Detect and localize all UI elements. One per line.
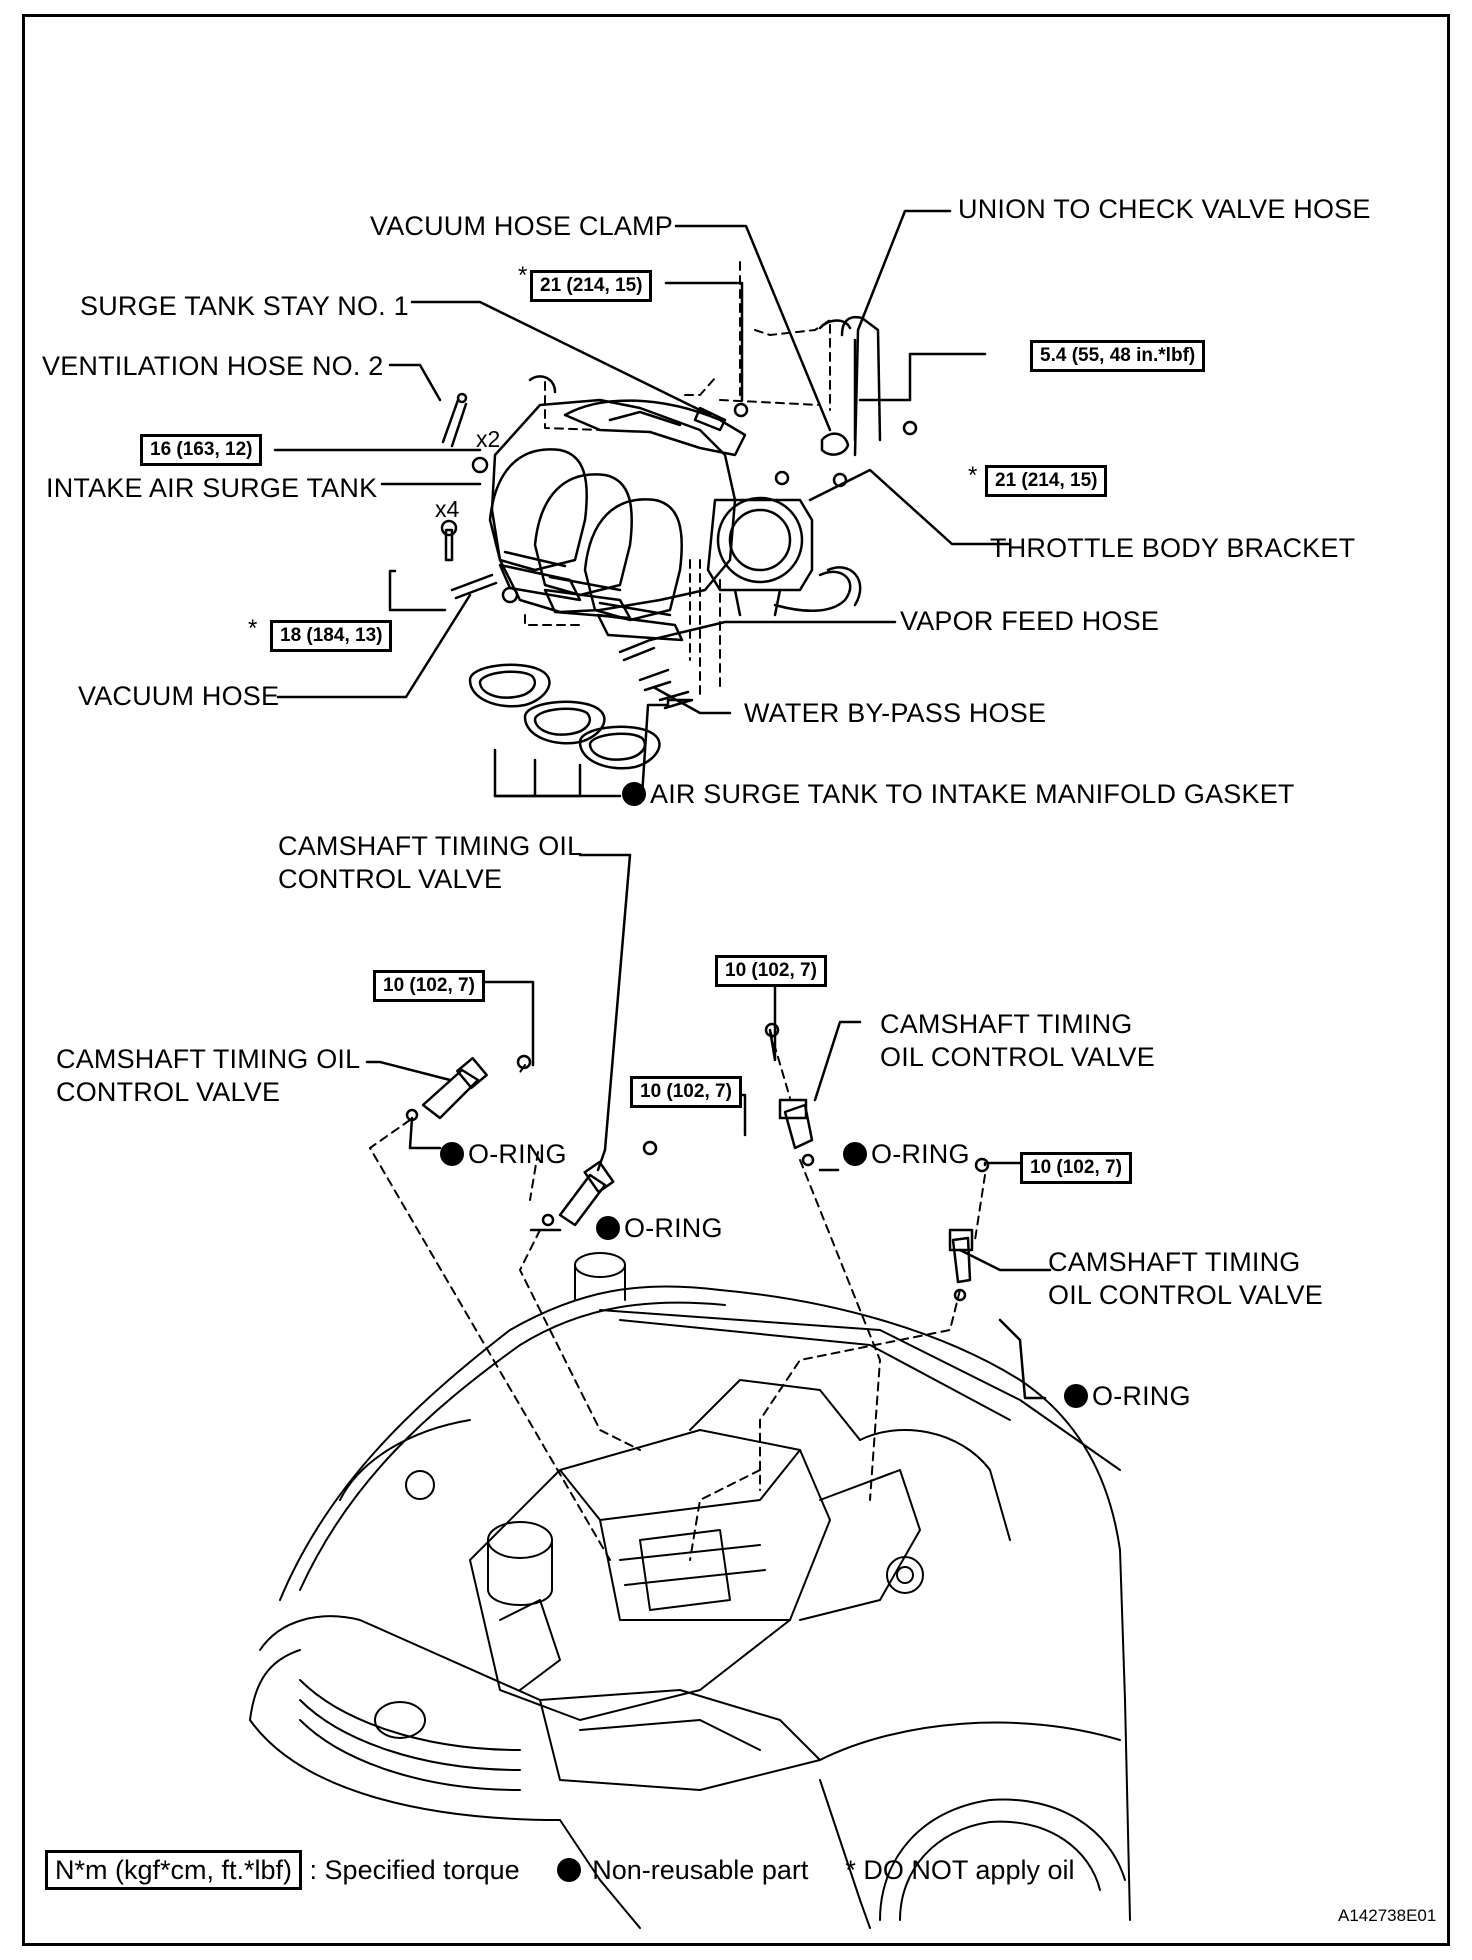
label-intake-air-surge-tank: INTAKE AIR SURGE TANK (46, 473, 378, 503)
label-vapor-feed-hose: VAPOR FEED HOSE (900, 606, 1160, 636)
label-ventilation-hose: VENTILATION HOSE NO. 2 (42, 351, 384, 381)
label-camshaft-valve-far-right: CAMSHAFT TIMING OIL CONTROL VALVE (1048, 1247, 1323, 1310)
assembly-lines-upper (524, 261, 831, 701)
label-vacuum-hose-clamp: VACUUM HOSE CLAMP (370, 211, 673, 241)
no-oil-mark: * (248, 615, 258, 642)
label-vacuum-hose: VACUUM HOSE (78, 681, 280, 711)
label-surge-tank-stay: SURGE TANK STAY NO. 1 (80, 291, 409, 321)
page-frame (22, 14, 1450, 1946)
torque-box: 5.4 (55, 48 in.*lbf) (1030, 340, 1206, 372)
leader-lines-lower (365, 853, 1052, 1400)
torque-box: 21 (214, 15) (530, 270, 653, 302)
label-union-to-check-valve-hose: UNION TO CHECK VALVE HOSE (958, 194, 1371, 224)
quantity-x4: x4 (435, 496, 460, 522)
non-reusable-dot-icon (596, 1216, 620, 1240)
assembly-lines-lower (369, 1029, 986, 1561)
legend-unit-desc: : Specified torque (309, 1855, 520, 1885)
non-reusable-dot-icon (843, 1142, 867, 1166)
torque-box: 21 (214, 15) (985, 465, 1108, 497)
legend-nonreusable: Non-reusable part (592, 1855, 809, 1885)
non-reusable-dot-icon (556, 1858, 581, 1882)
label-water-bypass-hose: WATER BY-PASS HOSE (744, 698, 1047, 728)
no-oil-mark: * (968, 462, 978, 489)
label-o-ring-4: O-RING (1064, 1380, 1191, 1413)
label-o-ring-1: O-RING (440, 1138, 567, 1171)
figure-id: A142738E01 (1338, 1906, 1437, 1925)
label-throttle-body-bracket: THROTTLE BODY BRACKET (990, 533, 1356, 563)
non-reusable-dot-icon (440, 1142, 464, 1166)
legend-no-oil: * DO NOT apply oil (845, 1855, 1075, 1885)
legend-unit-box: N*m (kgf*cm, ft.*lbf) (45, 1850, 303, 1890)
no-oil-mark: * (518, 262, 528, 289)
torque-box: 16 (163, 12) (140, 434, 263, 466)
non-reusable-dot-icon (622, 782, 646, 806)
bolts (440, 402, 918, 604)
non-reusable-dot-icon (1064, 1384, 1088, 1408)
label-o-ring-3: O-RING (843, 1138, 970, 1171)
torque-box: 10 (102, 7) (715, 955, 827, 987)
legend: N*m (kgf*cm, ft.*lbf) : Specified torque… (45, 1850, 1075, 1890)
gasket-drawing (468, 663, 661, 770)
torque-box: 18 (184, 13) (270, 620, 393, 652)
camshaft-valves-drawing (405, 1022, 990, 1302)
label-gasket: AIR SURGE TANK TO INTAKE MANIFOLD GASKET (622, 778, 1295, 811)
torque-box: 10 (102, 7) (630, 1076, 742, 1108)
vehicle-engine-bay-drawing (249, 1252, 1131, 1929)
label-camshaft-valve-right: CAMSHAFT TIMING OIL CONTROL VALVE (880, 1009, 1155, 1072)
torque-box: 10 (102, 7) (1020, 1152, 1132, 1184)
label-camshaft-valve-left: CAMSHAFT TIMING OIL CONTROL VALVE (56, 1044, 361, 1107)
intake-air-surge-tank-drawing (440, 316, 918, 710)
label-o-ring-2: O-RING (596, 1212, 723, 1245)
quantity-x2: x2 (476, 426, 501, 452)
torque-box: 10 (102, 7) (373, 970, 485, 1002)
label-camshaft-valve-top: CAMSHAFT TIMING OIL CONTROL VALVE (278, 831, 583, 894)
